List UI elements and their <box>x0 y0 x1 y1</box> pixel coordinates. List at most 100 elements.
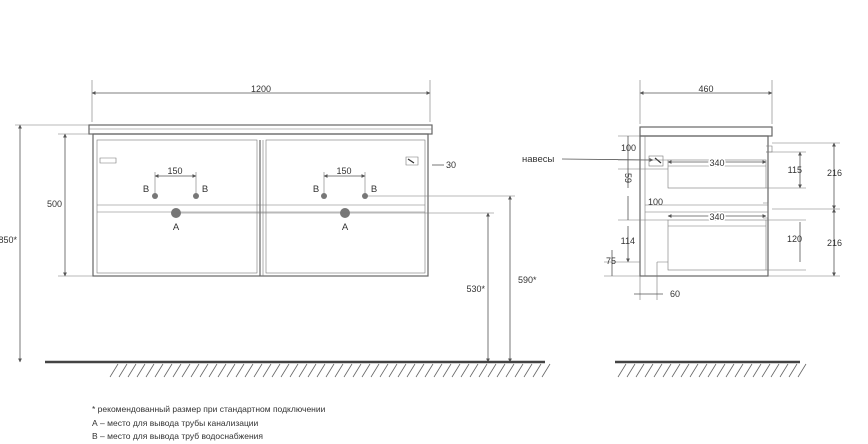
note-drain: А – место для вывода трубы канализации <box>92 417 259 428</box>
floor-hatch-stroke <box>370 363 380 378</box>
upper-drawer-height: 115 <box>788 165 802 175</box>
countertop <box>88 124 433 135</box>
left-b-label-2: B <box>202 184 208 195</box>
floor-hatch-stroke <box>478 363 488 378</box>
floor-hatch-stroke <box>325 363 335 378</box>
floor-hatch-stroke <box>388 363 398 378</box>
floor-hatch-stroke <box>716 363 726 378</box>
legend-notes: * рекомендованный размер при стандартном… <box>92 403 325 444</box>
floor-hatch-stroke <box>653 363 663 378</box>
floor-hatch-stroke <box>208 363 218 378</box>
floor-hatch-stroke <box>671 363 681 378</box>
floor-hatch-stroke <box>271 363 281 378</box>
floor-hatch-stroke <box>496 363 506 378</box>
left-a-label: A <box>173 222 180 233</box>
side-width-label: 460 <box>698 84 713 94</box>
floor-hatch-front <box>109 363 551 378</box>
side-countertop <box>639 126 773 137</box>
lower-drawer-width: 340 <box>709 212 724 222</box>
floor-hatch-stroke <box>361 363 371 378</box>
floor-hatch-stroke <box>397 363 407 378</box>
floor-hatch-stroke <box>788 363 798 378</box>
front-width-label: 1200 <box>251 84 271 94</box>
left-b-label-1: B <box>143 184 149 195</box>
right-a-label: A <box>342 222 349 233</box>
floor-hatch-stroke <box>199 363 209 378</box>
floor-hatch-stroke <box>235 363 245 378</box>
floor-hatch-stroke <box>316 363 326 378</box>
floor-hatch-stroke <box>343 363 353 378</box>
upper-drawer-width: 340 <box>709 158 724 168</box>
floor-hatch-stroke <box>424 363 434 378</box>
floor-hatch-stroke <box>505 363 515 378</box>
note-recommended: * рекомендованный размер при стандартном… <box>92 404 326 414</box>
note-water: В – место для вывода труб водоснабжения <box>92 431 263 441</box>
floor-hatch-stroke <box>433 363 443 378</box>
hinge-mark-right <box>405 156 419 166</box>
floor-hatch-stroke <box>797 363 807 378</box>
floor-hatch-stroke <box>770 363 780 378</box>
floor-hatch-stroke <box>626 363 636 378</box>
floor-hatch-stroke <box>298 363 308 378</box>
floor-hatch-stroke <box>244 363 254 378</box>
side-dim-100-mid: 100 <box>648 197 663 207</box>
right-b-label-2: B <box>371 184 377 195</box>
floor-hatch-stroke <box>118 363 128 378</box>
floor-hatch-stroke <box>190 363 200 378</box>
floor-hatch-stroke <box>698 363 708 378</box>
lower-drawer <box>667 219 767 271</box>
floor-hatch-stroke <box>680 363 690 378</box>
side-dim-60: 60 <box>670 289 680 299</box>
water-inlet-marker <box>152 193 158 199</box>
body-height-label: 500 <box>47 199 62 209</box>
floor-hatch-stroke <box>617 363 627 378</box>
floor-hatch-stroke <box>109 363 119 378</box>
right-pipe-spacing-label: 150 <box>336 166 351 176</box>
floor-hatch-stroke <box>334 363 344 378</box>
side-dim-100-top: 100 <box>621 143 636 153</box>
floor-hatch-stroke <box>442 363 452 378</box>
floor-hatch-stroke <box>262 363 272 378</box>
floor-hatch-stroke <box>289 363 299 378</box>
floor-hatch-stroke <box>707 363 717 378</box>
floor-hatch-stroke <box>406 363 416 378</box>
side-dim-59: 59 <box>623 173 633 183</box>
floor-hatch-stroke <box>253 363 263 378</box>
floor-hatch-stroke <box>514 363 524 378</box>
floor-hatch-stroke <box>352 363 362 378</box>
floor-hatch-stroke <box>217 363 227 378</box>
right-b-label-1: B <box>313 184 319 195</box>
floor-hatch-stroke <box>734 363 744 378</box>
floor-hatch-stroke <box>469 363 479 378</box>
floor-hatch-stroke <box>779 363 789 378</box>
side-dim-114: 114 <box>621 236 635 246</box>
floor-hatch-stroke <box>280 363 290 378</box>
side-dim-216-top: 216 <box>827 168 842 178</box>
floor-hatch-stroke <box>154 363 164 378</box>
front-view: 1200 150 B B A 150 B B <box>0 80 551 378</box>
left-door <box>96 139 258 274</box>
floor-hatch-stroke <box>307 363 317 378</box>
hinge-mark-left <box>99 157 117 164</box>
side-dim-75: 75 <box>606 256 616 266</box>
floor-hatch-stroke <box>379 363 389 378</box>
floor-hatch-stroke <box>172 363 182 378</box>
floor-hatch-stroke <box>181 363 191 378</box>
floor-hatch-stroke <box>523 363 533 378</box>
floor-hatch-stroke <box>644 363 654 378</box>
floor-hatch-stroke <box>662 363 672 378</box>
floor-hatch-stroke <box>635 363 645 378</box>
right-door <box>265 139 426 274</box>
floor-hatch-stroke <box>127 363 137 378</box>
floor-hatch-stroke <box>689 363 699 378</box>
water-inlet-marker <box>193 193 199 199</box>
floor-hatch-stroke <box>487 363 497 378</box>
floor-hatch-stroke <box>136 363 146 378</box>
floor-hatch-stroke <box>163 363 173 378</box>
water-height-label: 590* <box>518 275 537 285</box>
floor-hatch-stroke <box>532 363 542 378</box>
floor-hatch-stroke <box>725 363 735 378</box>
left-pipe-spacing-label: 150 <box>167 166 182 176</box>
floor-hatch-side <box>617 363 807 378</box>
